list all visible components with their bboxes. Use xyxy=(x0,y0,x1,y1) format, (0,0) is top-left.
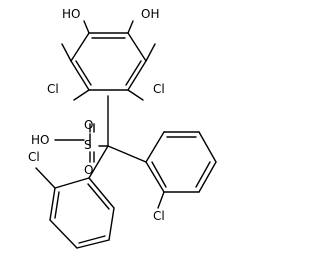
chlorine-label-lower-left: Cl xyxy=(28,150,40,164)
double-bond xyxy=(151,161,167,188)
sulfonic-acid-group xyxy=(54,123,95,163)
bond xyxy=(108,207,115,241)
double-bond xyxy=(87,183,110,210)
double-bond xyxy=(54,191,60,219)
bond xyxy=(73,89,90,101)
atom-labels: HO OH Cl Cl HO S O O Cl Cl xyxy=(28,7,165,223)
bond xyxy=(61,43,72,62)
bond xyxy=(145,131,165,163)
bond xyxy=(88,177,115,209)
sulfonic-hydroxyl-label: HO xyxy=(31,133,49,147)
bond xyxy=(70,60,90,91)
double-bond xyxy=(75,60,92,86)
lower-left-aryl-ring xyxy=(35,167,115,249)
bond xyxy=(70,32,90,62)
lower-right-aryl-ring xyxy=(145,131,217,209)
double-bond xyxy=(125,60,142,86)
central-carbon-bonds xyxy=(88,95,147,179)
top-aryl-ring xyxy=(61,20,156,101)
hydroxyl-label-right: OH xyxy=(141,7,159,21)
bond xyxy=(127,89,144,101)
bond xyxy=(49,219,78,249)
oxygen-label-top: O xyxy=(84,118,93,132)
bond xyxy=(83,20,90,34)
chlorine-label-ring-left: Cl xyxy=(47,82,59,96)
chemical-structure-diagram: HO OH Cl Cl HO S O O Cl Cl xyxy=(28,7,217,249)
hydroxyl-label-left: HO xyxy=(62,7,80,21)
bond xyxy=(107,145,147,163)
chlorine-label-ring-right: Cl xyxy=(153,82,165,96)
bond xyxy=(198,161,217,193)
chlorine-label-lower-right: Cl xyxy=(153,209,165,223)
oxygen-label-bottom: O xyxy=(84,163,93,177)
bond xyxy=(54,177,90,189)
double-bond xyxy=(78,235,106,244)
bond xyxy=(127,32,147,62)
double-bond xyxy=(195,161,211,188)
bond xyxy=(88,145,109,179)
bond xyxy=(127,60,147,91)
bond xyxy=(76,239,110,249)
bond xyxy=(145,161,165,193)
bond xyxy=(49,187,56,221)
bond xyxy=(198,131,217,163)
bond xyxy=(35,167,56,189)
sulfur-label: S xyxy=(84,138,92,152)
bond xyxy=(127,20,134,34)
bond xyxy=(145,43,156,62)
bond xyxy=(157,191,165,209)
